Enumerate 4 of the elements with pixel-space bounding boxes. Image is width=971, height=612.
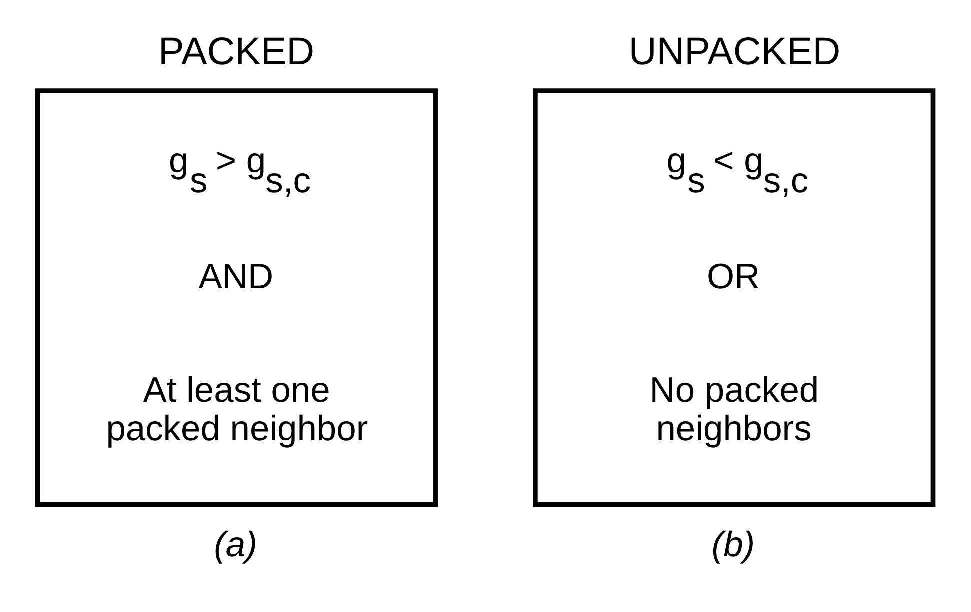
node-label: (b) [712, 524, 756, 565]
node-label: (a) [214, 524, 258, 565]
node-label: PACKED [158, 30, 315, 74]
node-label: UNPACKED [628, 30, 841, 74]
